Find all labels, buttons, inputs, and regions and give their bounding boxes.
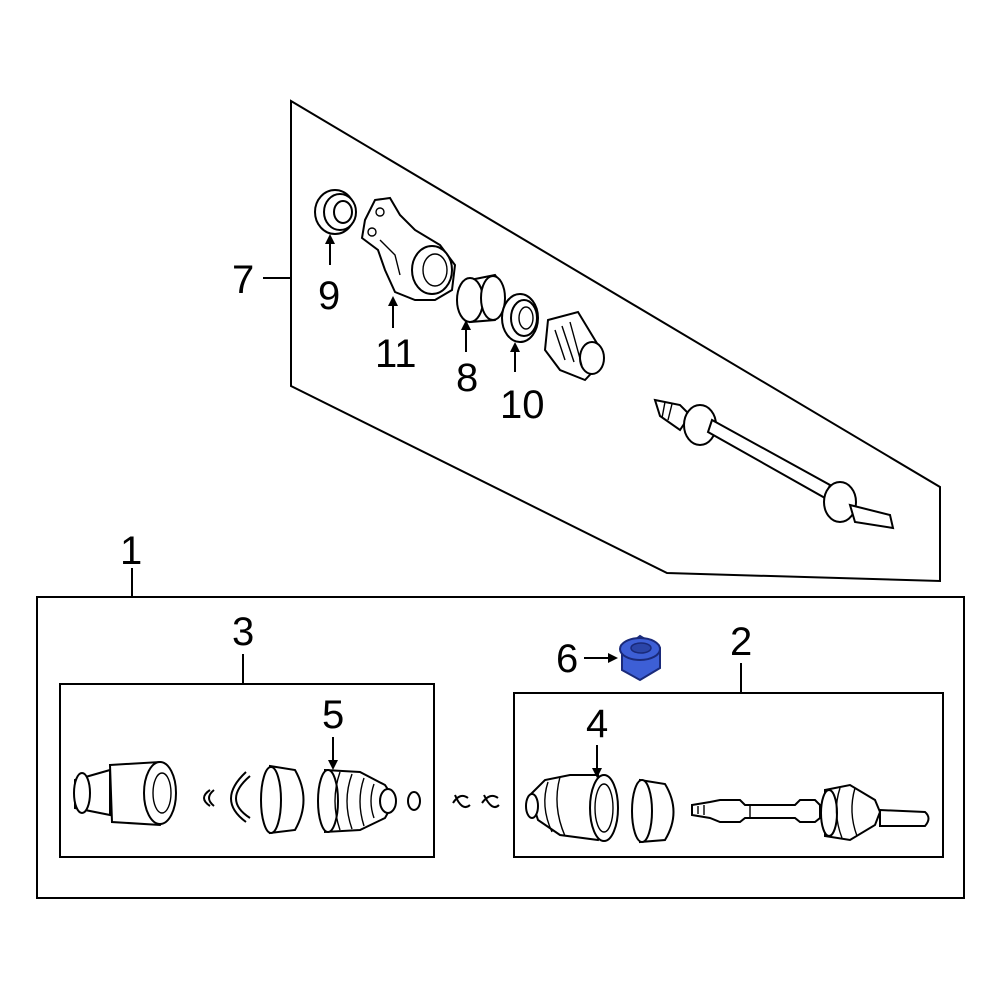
snap-ring-large [230,771,251,823]
callout-7[interactable]: 7 [232,258,254,302]
callout-10[interactable]: 10 [500,383,545,427]
panel-2-outline [513,692,944,858]
halfshaft [653,398,895,530]
callout-11[interactable]: 11 [375,332,417,376]
part-4-outer-cv-joint[interactable] [525,774,619,842]
panel-3-outline [59,683,435,858]
callout-4[interactable]: 4 [586,702,608,746]
part-6-nut-bore [630,642,652,654]
callout-3[interactable]: 3 [232,610,254,654]
part-10-seal[interactable] [501,293,539,343]
callout-2[interactable]: 2 [730,620,752,664]
boot-assembly [543,310,605,382]
callout-9[interactable]: 9 [318,274,340,318]
callout-6[interactable]: 6 [556,637,578,681]
o-ring [407,791,421,811]
outer-boot-ring [631,778,675,844]
part-11-knuckle[interactable] [360,196,457,301]
inner-cv-joint [73,760,177,827]
axle-shaft [691,783,930,842]
part-6-nut[interactable] [619,634,661,682]
callout-5[interactable]: 5 [322,693,344,737]
panel-1-outline [36,596,965,899]
panel-7-outline [290,99,941,583]
part-5-boot[interactable] [317,768,397,834]
callout-1[interactable]: 1 [120,529,142,573]
boot-clamp-ring [260,764,305,835]
boot-clamps [452,794,500,808]
part-8-bearing[interactable] [456,273,506,324]
callout-8[interactable]: 8 [456,356,478,400]
part-9-bearing[interactable] [314,189,357,235]
snap-ring-small [203,789,215,807]
